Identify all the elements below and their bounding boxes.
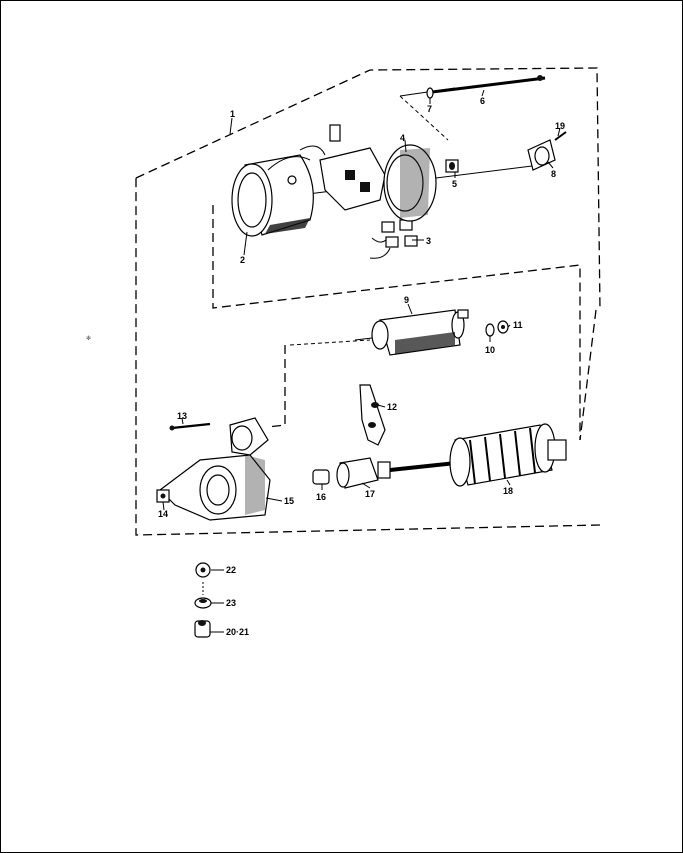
bushing-20-21 (194, 620, 211, 638)
drive-end-housing (159, 417, 271, 521)
svg-text:✻: ✻ (86, 335, 91, 342)
label-11: 11 (513, 320, 523, 330)
label-2: 2 (240, 255, 245, 265)
nut-22 (195, 562, 211, 578)
label-15: 15 (284, 496, 294, 506)
nut-11 (497, 320, 509, 334)
label-12: 12 (387, 402, 397, 412)
label-4: 4 (400, 133, 405, 143)
through-bolt (431, 75, 546, 94)
connector-line-stator (212, 205, 581, 440)
screw-19 (554, 131, 567, 141)
connector-line-solenoid (267, 345, 286, 428)
bushing (445, 159, 459, 173)
label-13: 13 (177, 411, 187, 421)
seal-ring (485, 323, 495, 337)
label-18: 18 (503, 486, 513, 496)
label-10: 10 (485, 345, 495, 355)
label-19: 19 (555, 121, 565, 131)
stop-ring (312, 469, 330, 485)
label-9: 9 (404, 295, 409, 305)
armature (389, 423, 567, 487)
fork-lever (359, 384, 386, 446)
washer-23 (194, 597, 212, 609)
label-14: 14 (158, 509, 168, 519)
brush-holder (299, 124, 386, 211)
label-17: 17 (365, 489, 375, 499)
washer-7 (426, 87, 434, 99)
label-7: 7 (427, 104, 432, 114)
label-6: 6 (480, 96, 485, 106)
label-3: 3 (426, 236, 431, 246)
bolt-13 (169, 422, 211, 431)
bushing-14 (156, 489, 170, 503)
label-1: 1 (230, 109, 235, 119)
pinion-drive (336, 457, 391, 489)
assembly-boundary (135, 67, 601, 536)
commutator-end-housing (383, 144, 437, 222)
stator-housing (231, 154, 314, 237)
label-23: 23 (226, 598, 236, 608)
label-5: 5 (452, 179, 457, 189)
solenoid (354, 309, 469, 356)
label-8: 8 (551, 169, 556, 179)
brushes (369, 219, 418, 259)
label-16: 16 (316, 492, 326, 502)
label-20-21: 20·21 (226, 627, 249, 637)
label-22: 22 (226, 565, 236, 575)
